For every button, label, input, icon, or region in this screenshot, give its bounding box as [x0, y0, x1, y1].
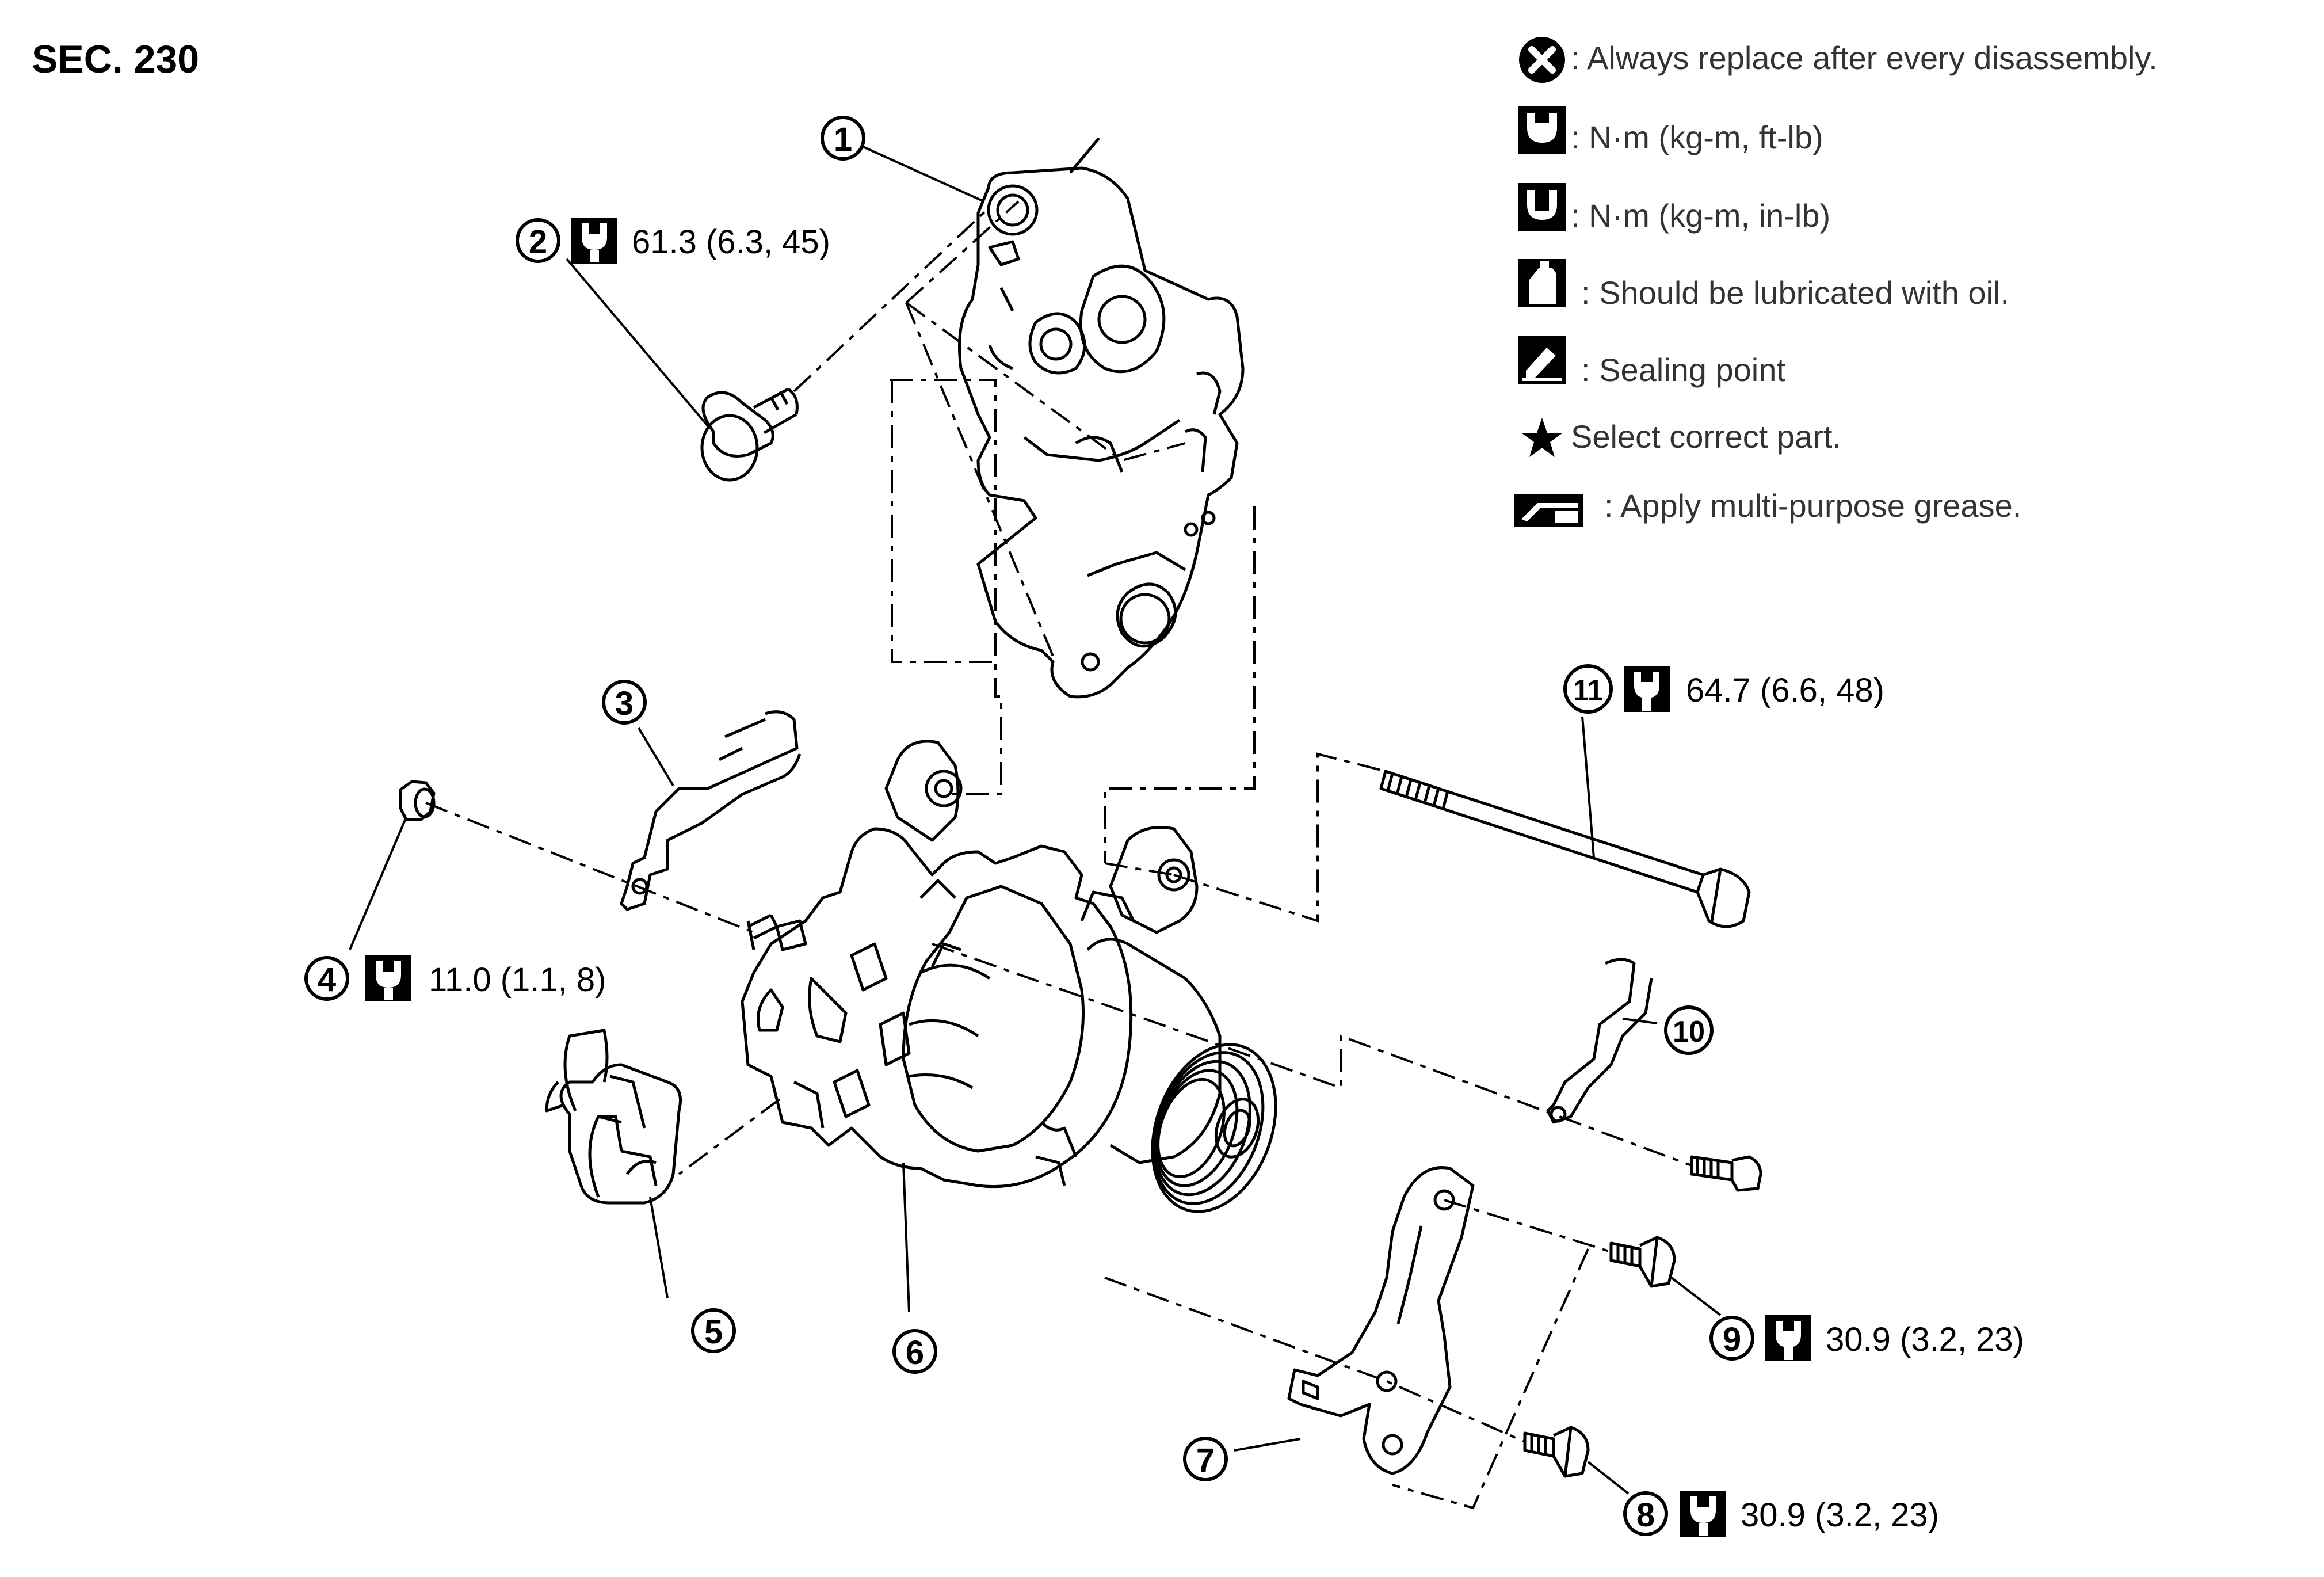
callout-6: 6 — [892, 1329, 937, 1374]
harness-connector — [545, 1029, 682, 1205]
harness-bracket-lower — [1546, 958, 1653, 1124]
callout-7: 7 — [1183, 1437, 1228, 1481]
torque-value: 30.9 (3.2, 23) — [1826, 1321, 2024, 1358]
svg-text:1: 1 — [834, 121, 852, 158]
torque-wrench-icon — [1765, 1315, 1811, 1361]
torque-wrench-filled-icon — [1518, 183, 1566, 231]
svg-text:9: 9 — [1723, 1321, 1741, 1358]
sealing-point-icon — [1518, 336, 1566, 384]
nut — [399, 780, 436, 821]
legend-grease: : Apply multi-purpose grease. — [1604, 487, 2021, 524]
torque-value: 64.7 (6.6, 48) — [1686, 672, 1884, 709]
svg-text:11: 11 — [1573, 674, 1603, 707]
legend-torque-ft-lb: : N·m (kg-m, ft-lb) — [1571, 119, 1823, 155]
legend: : Always replace after every disassembly… — [1514, 37, 2158, 527]
torque-wrench-icon — [1680, 1491, 1726, 1537]
section-title: SEC. 230 — [32, 37, 199, 81]
small-bolt — [1690, 1155, 1762, 1192]
torque-wrench-icon — [365, 955, 411, 1001]
svg-text:7: 7 — [1196, 1442, 1215, 1479]
torque-value: 30.9 (3.2, 23) — [1741, 1496, 1939, 1534]
callout-3: 3 — [602, 680, 647, 725]
svg-text:8: 8 — [1636, 1496, 1655, 1534]
alternator-bracket — [958, 137, 1245, 699]
long-through-bolt — [1379, 770, 1751, 928]
callout-8: 8 30.9 (3.2, 23) — [1623, 1491, 1939, 1537]
callout-10: 10 — [1664, 1005, 1714, 1055]
oil-can-icon — [1518, 259, 1566, 307]
assembly-guide-lines — [425, 200, 1692, 1510]
alternator-pulley — [1151, 1043, 1277, 1213]
legend-sealing-point: : Sealing point — [1581, 352, 1785, 388]
legend-always-replace: : Always replace after every disassembly… — [1571, 40, 2158, 76]
legend-select-part: Select correct part. — [1571, 418, 1841, 455]
bracket-bolt — [700, 387, 799, 482]
callout-leaders — [349, 146, 1722, 1495]
callout-9: 9 30.9 (3.2, 23) — [1709, 1315, 2024, 1361]
svg-text:10: 10 — [1673, 1015, 1705, 1049]
torque-wrench-icon — [571, 218, 617, 264]
torque-wrench-icon — [1518, 106, 1566, 154]
torque-wrench-icon — [1624, 666, 1670, 712]
torque-value: 61.3 (6.3, 45) — [632, 223, 830, 261]
bolt-upper-bracket — [1609, 1236, 1676, 1288]
svg-text:2: 2 — [529, 223, 547, 261]
svg-text:5: 5 — [704, 1313, 723, 1351]
lower-bracket — [1287, 1166, 1475, 1475]
svg-text:6: 6 — [906, 1334, 924, 1372]
legend-torque-in-lb: : N·m (kg-m, in-lb) — [1571, 197, 1830, 234]
legend-oil: : Should be lubricated with oil. — [1581, 275, 2009, 311]
grease-icon — [1514, 494, 1583, 527]
alternator-body — [741, 740, 1222, 1189]
callout-4: 4 11.0 (1.1, 8) — [304, 955, 606, 1001]
callout-11: 11 64.7 (6.6, 48) — [1563, 664, 1884, 714]
torque-value: 11.0 (1.1, 8) — [429, 961, 606, 999]
svg-text:4: 4 — [318, 961, 336, 999]
star-icon — [1521, 418, 1563, 457]
callout-2: 2 61.3 (6.3, 45) — [516, 218, 830, 264]
bolt-lower-bracket — [1523, 1426, 1590, 1478]
callout-1: 1 — [821, 116, 865, 161]
harness-bracket — [620, 710, 802, 911]
callout-5: 5 — [691, 1308, 736, 1353]
svg-text:3: 3 — [615, 685, 634, 722]
always-replace-icon — [1519, 37, 1565, 83]
